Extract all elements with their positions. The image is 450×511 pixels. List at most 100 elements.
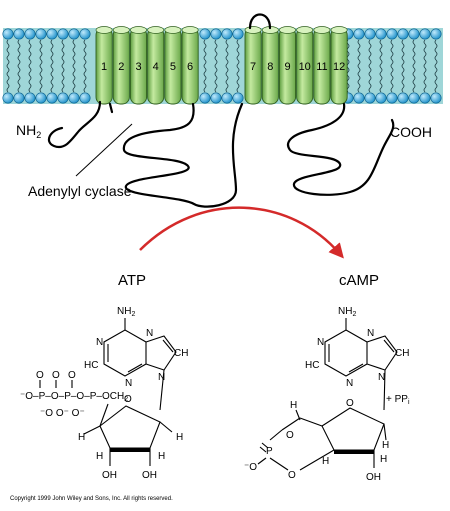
n-terminus-label: NH2 — [16, 122, 41, 140]
svg-text:H: H — [176, 432, 183, 443]
lipid-head — [68, 28, 80, 40]
helix-cap — [112, 26, 130, 34]
lipid-tail — [28, 39, 32, 93]
lipid-tail — [434, 39, 438, 93]
helix-cap — [164, 26, 182, 34]
product-label: cAMP — [339, 272, 379, 289]
svg-text:H: H — [290, 400, 297, 411]
lipid-head — [68, 92, 80, 104]
svg-text:N: N — [96, 337, 103, 348]
lipid-tail — [17, 39, 21, 93]
lipid-head — [386, 92, 398, 104]
reaction-arrow — [139, 206, 344, 259]
lipid-head — [419, 92, 431, 104]
lipid-head — [35, 92, 47, 104]
lipid-tail — [357, 39, 361, 93]
svg-text:P: P — [266, 446, 273, 457]
svg-text:⁻O O⁻ O⁻: ⁻O O⁻ O⁻ — [40, 408, 85, 419]
lipid-head — [221, 28, 233, 40]
svg-text:+ PPi: + PPi — [386, 394, 410, 406]
lipid-head — [221, 92, 233, 104]
helix-cap — [244, 26, 262, 34]
helix-cap — [296, 26, 314, 34]
lipid-head — [210, 92, 222, 104]
svg-text:O: O — [286, 430, 294, 441]
lipid-tail — [368, 39, 372, 93]
helix-number: 2 — [118, 61, 124, 73]
svg-text:⁻O–P–O–P–O–P–OCH2: ⁻O–P–O–P–O–P–OCH2 — [20, 391, 128, 403]
lipid-head — [57, 92, 69, 104]
lipid-head — [2, 28, 14, 40]
lipid-head — [24, 92, 36, 104]
lipid-tail — [214, 39, 218, 93]
lipid-head — [79, 28, 91, 40]
lipid-head — [232, 92, 244, 104]
lipid-bilayer — [2, 28, 442, 104]
copyright-notice: Copyright 1999 John Wiley and Sons, Inc.… — [10, 496, 173, 502]
lipid-head — [364, 92, 376, 104]
lipid-tail — [423, 39, 427, 93]
lipid-head — [397, 28, 409, 40]
svg-text:O: O — [288, 470, 296, 481]
helix-number: 12 — [333, 61, 345, 73]
helix-cap — [147, 26, 165, 34]
atp-structure: NH2 N N N HC N CH O H H H H OH OH O O O … — [20, 306, 188, 481]
lipid-head — [408, 92, 420, 104]
svg-text:N: N — [317, 337, 324, 348]
lipid-tail — [203, 39, 207, 93]
lipid-head — [35, 28, 47, 40]
helix-cap — [330, 26, 348, 34]
lipid-head — [46, 92, 58, 104]
lipid-head — [24, 28, 36, 40]
svg-text:O: O — [68, 370, 76, 381]
lipid-head — [210, 28, 222, 40]
svg-text:N: N — [146, 328, 153, 339]
svg-text:N: N — [158, 372, 165, 383]
lipid-head — [2, 92, 14, 104]
lipid-head — [419, 28, 431, 40]
helix-number: 1 — [101, 61, 107, 73]
lipid-tail — [6, 39, 10, 93]
svg-text:O: O — [52, 370, 60, 381]
lipid-head — [353, 28, 365, 40]
lipid-head — [408, 28, 420, 40]
svg-text:N: N — [378, 372, 385, 383]
protein-chain — [47, 13, 395, 208]
lipid-head — [430, 92, 442, 104]
svg-text:OH: OH — [142, 470, 157, 481]
lipid-head — [57, 28, 69, 40]
lipid-tail — [225, 39, 229, 93]
helix-number: 11 — [316, 61, 327, 73]
reactant-label: ATP — [118, 272, 146, 289]
svg-text:H: H — [78, 432, 85, 443]
lipid-head — [79, 92, 91, 104]
lipid-head — [13, 92, 25, 104]
svg-text:NH2: NH2 — [117, 306, 135, 318]
membrane-band — [3, 28, 443, 104]
lipid-head — [353, 92, 365, 104]
lipid-tail — [390, 39, 394, 93]
lipid-head — [232, 28, 244, 40]
helix-number: 10 — [299, 61, 311, 73]
lipid-tail — [379, 39, 383, 93]
helix-cap — [313, 26, 331, 34]
lipid-tail — [39, 39, 43, 93]
lipid-head — [46, 28, 58, 40]
svg-text:O: O — [36, 370, 44, 381]
helix-number: 5 — [170, 61, 176, 73]
svg-text:HC: HC — [305, 360, 319, 371]
helix-number: 7 — [250, 61, 256, 73]
svg-text:OH: OH — [102, 470, 117, 481]
helix-number: 4 — [153, 61, 159, 73]
lipid-head — [199, 92, 211, 104]
svg-text:HC: HC — [84, 360, 98, 371]
lipid-head — [364, 28, 376, 40]
lipid-tail — [61, 39, 65, 93]
helix-cap — [181, 26, 199, 34]
helix-number: 6 — [187, 61, 193, 73]
label-pointer-line — [75, 123, 133, 177]
helix-cap — [130, 26, 147, 34]
svg-text:H: H — [158, 451, 165, 462]
